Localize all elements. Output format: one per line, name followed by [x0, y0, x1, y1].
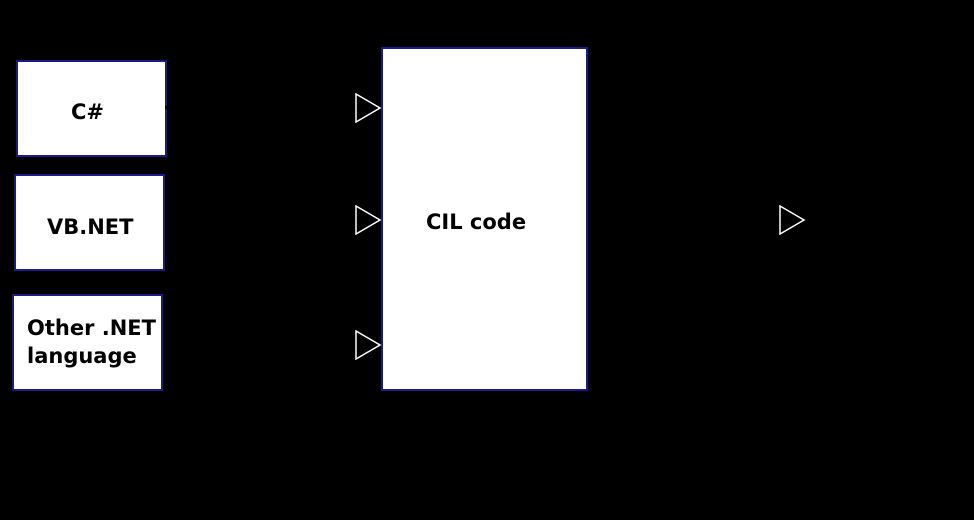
csharp-box: C#	[16, 60, 167, 157]
vbnet-box: VB.NET	[14, 174, 165, 271]
cil-code-box: CIL code	[381, 47, 588, 391]
vbnet-label: VB.NET	[47, 215, 134, 239]
arrowhead-icon	[355, 93, 382, 123]
other-language-box: Other .NET language	[12, 294, 163, 391]
arrowhead-icon	[355, 205, 382, 235]
cil-code-label: CIL code	[426, 210, 527, 234]
output-arrowhead-icon	[779, 205, 806, 235]
other-language-label: Other .NET language	[27, 316, 156, 368]
csharp-label: C#	[71, 100, 105, 124]
csharp-connector-point	[165, 106, 168, 109]
arrowhead-icon	[355, 330, 382, 360]
